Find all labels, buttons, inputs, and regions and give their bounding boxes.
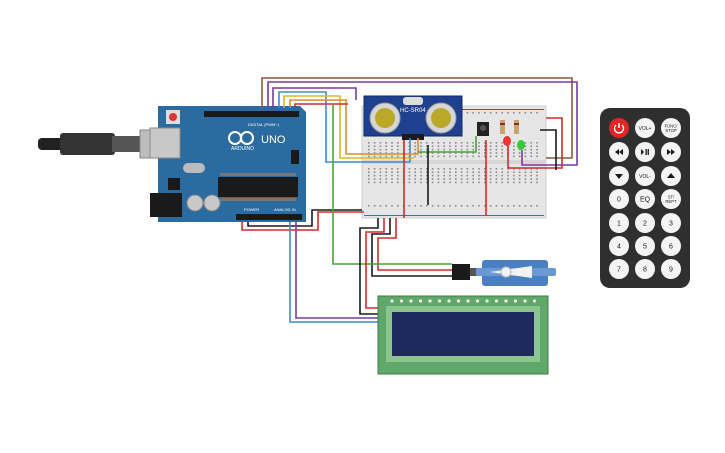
remote-button-label: 3: [669, 221, 673, 228]
brand-label: ARDUINO: [231, 146, 254, 152]
play-pause-icon: [641, 149, 649, 155]
remote-button-label: 7: [617, 267, 621, 274]
power-jack: [150, 193, 182, 217]
reset-button[interactable]: [169, 113, 177, 121]
servo-motor[interactable]: [452, 260, 556, 286]
capacitor: [186, 194, 204, 212]
digital-header-label: DIGITAL (PWM~): [248, 122, 280, 127]
remote-button-face: [635, 236, 655, 256]
remote-button-face: [661, 118, 681, 138]
remote-button-label: 6: [669, 244, 673, 251]
green-led[interactable]: [517, 140, 525, 150]
remote-button-label: VOL-: [639, 174, 651, 180]
remote-button[interactable]: VOL+: [635, 118, 655, 138]
remote-button[interactable]: 2: [635, 213, 655, 233]
remote-down-button[interactable]: [609, 166, 629, 186]
remote-fast-forward-button[interactable]: [661, 142, 681, 162]
remote-button-label: STOP: [665, 128, 677, 133]
remote-button[interactable]: 6: [661, 236, 681, 256]
remote-button[interactable]: VOL-: [635, 166, 655, 186]
remote-rewind-button[interactable]: [609, 142, 629, 162]
remote-button-label: 5: [643, 244, 647, 251]
analog-label: ANALOG IN: [274, 207, 296, 212]
resistors[interactable]: [500, 120, 519, 134]
remote-button-label: ST/: [668, 195, 675, 200]
arduino-logo: ARDUINO: [228, 131, 254, 152]
power-icon: [613, 123, 625, 134]
remote-button-label: 2: [643, 221, 647, 228]
power-analog-header: [236, 214, 302, 220]
remote-button-label: EQ: [640, 197, 651, 204]
remote-button-face: [609, 259, 629, 279]
remote-button[interactable]: EQ: [635, 189, 655, 209]
ir-receiver[interactable]: [477, 122, 489, 136]
remote-button-face: [661, 189, 681, 209]
remote-button-face: [609, 213, 629, 233]
icsp-header: [291, 150, 299, 164]
remote-button-face: [661, 236, 681, 256]
ir-remote[interactable]: VOL+ FUNC/STOP VOL- 0 EQ ST/REPT 1 2 3 4 5 6 7 8 9: [600, 108, 690, 288]
arduino-uno[interactable]: ARDUINO UNO DIGITAL (PWM~) POWER ANALOG …: [38, 106, 306, 222]
remote-button-face: [661, 213, 681, 233]
remote-button[interactable]: 7: [609, 259, 629, 279]
remote-button-label: 9: [669, 267, 673, 274]
lcd-header-pins: [390, 299, 537, 303]
sensor-pins: [402, 134, 424, 140]
remote-button-face: [609, 189, 629, 209]
remote-button-label: 0: [617, 197, 621, 204]
remote-button-face: [635, 189, 655, 209]
atmega-chip: [218, 177, 298, 197]
small-ic: [168, 178, 180, 190]
red-led[interactable]: [503, 136, 511, 146]
remote-button[interactable]: 4: [609, 236, 629, 256]
remote-button[interactable]: FUNC/STOP: [661, 118, 681, 138]
servo-connector: [452, 264, 470, 280]
remote-button-label: 8: [643, 267, 647, 274]
remote-button[interactable]: 8: [635, 259, 655, 279]
remote-button-face: [609, 236, 629, 256]
power-label: POWER: [244, 207, 259, 212]
remote-button-face: [635, 213, 655, 233]
remote-button-face: [661, 259, 681, 279]
remote-button[interactable]: 9: [661, 259, 681, 279]
up-icon: [667, 173, 675, 178]
remote-button-label: 4: [617, 244, 621, 251]
remote-power-button[interactable]: [609, 118, 629, 138]
lcd-screen: [392, 312, 534, 356]
wires: [241, 77, 578, 323]
remote-button[interactable]: 5: [635, 236, 655, 256]
remote-button-label: VOL+: [639, 126, 652, 132]
remote-button[interactable]: 3: [661, 213, 681, 233]
remote-button[interactable]: 1: [609, 213, 629, 233]
sensor-model-label: HC-SR04: [400, 108, 426, 114]
ultrasonic-sensor[interactable]: HC-SR04: [363, 95, 463, 140]
capacitor: [203, 194, 221, 212]
fast-forward-icon: [667, 149, 675, 155]
remote-button-label: FUNC/: [665, 124, 679, 129]
remote-button-label: 1: [617, 221, 621, 228]
remote-button[interactable]: 0: [609, 189, 629, 209]
remote-button-face: [635, 118, 655, 138]
down-icon: [615, 174, 623, 179]
remote-button[interactable]: ST/REPT: [661, 189, 681, 209]
rewind-icon: [615, 149, 623, 155]
crystal: [183, 163, 205, 173]
remote-button-face: [635, 142, 655, 162]
digital-header: [204, 111, 299, 117]
lcd-display[interactable]: [377, 295, 549, 375]
remote-up-button[interactable]: [661, 166, 681, 186]
remote-button-face: [635, 259, 655, 279]
usb-jack: [149, 127, 181, 159]
remote-play-pause-button[interactable]: [635, 142, 655, 162]
remote-button-face: [635, 166, 655, 186]
board-label: UNO: [261, 134, 286, 146]
remote-button-label: REPT: [665, 199, 677, 204]
